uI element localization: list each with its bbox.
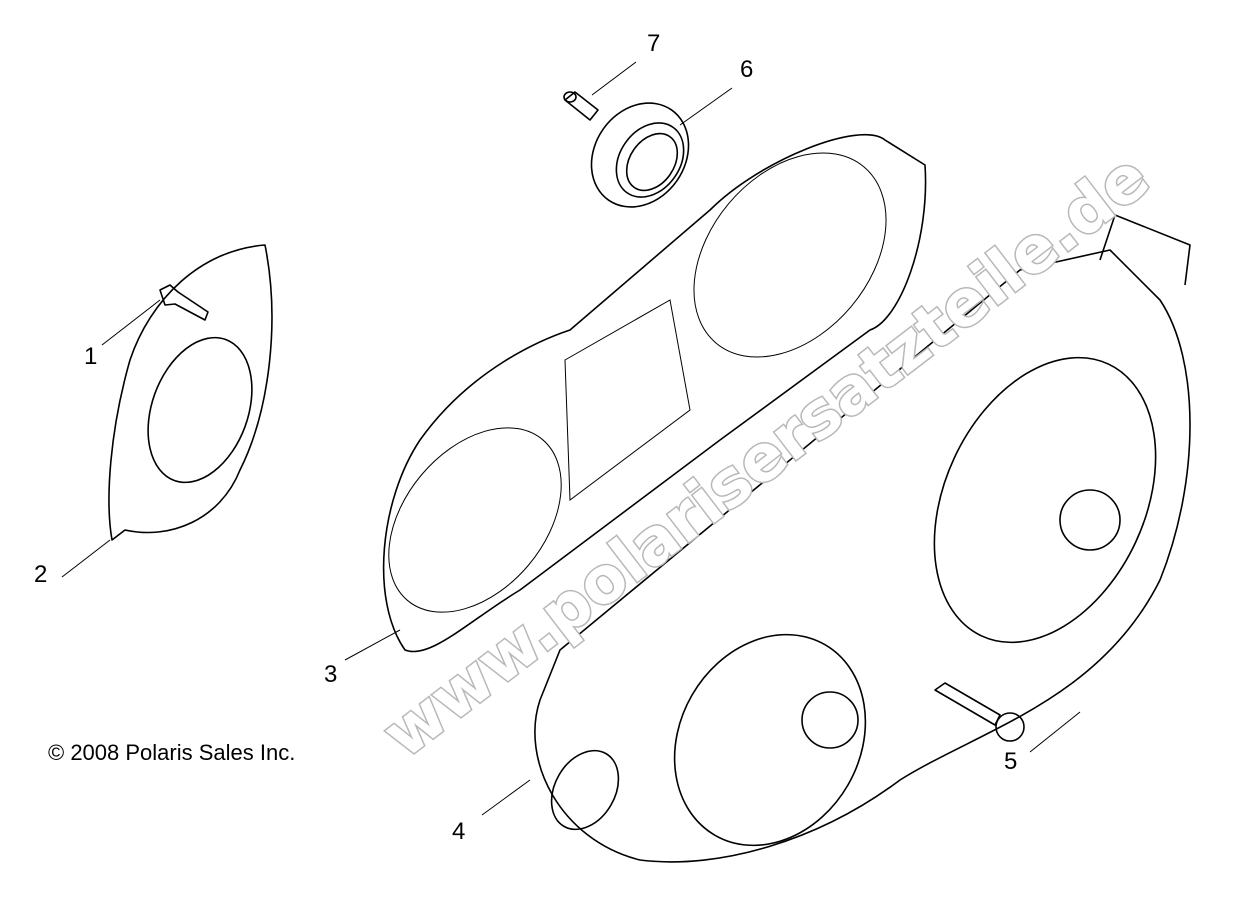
callout-7: 7 bbox=[647, 30, 660, 57]
leader-lines bbox=[61, 61, 1081, 816]
callout-1: 1 bbox=[84, 343, 97, 370]
watermark: www.polarisersatzteile.de bbox=[370, 140, 1163, 773]
callout-4: 4 bbox=[452, 818, 465, 845]
part-2-plate bbox=[108, 244, 273, 541]
callout-3: 3 bbox=[324, 661, 337, 688]
part-7-dowel-pin bbox=[563, 91, 599, 121]
part-1-bolt bbox=[159, 284, 209, 321]
part-4-drive-cover bbox=[534, 214, 1191, 863]
copyright: © 2008 Polaris Sales Inc. bbox=[48, 740, 295, 765]
part-3-gasket bbox=[382, 134, 927, 653]
part-5-bolt bbox=[934, 682, 1025, 742]
callout-2: 2 bbox=[34, 561, 47, 588]
part-6-bearing-seal bbox=[590, 102, 690, 208]
callout-5: 5 bbox=[1004, 748, 1017, 775]
callout-6: 6 bbox=[740, 56, 753, 83]
